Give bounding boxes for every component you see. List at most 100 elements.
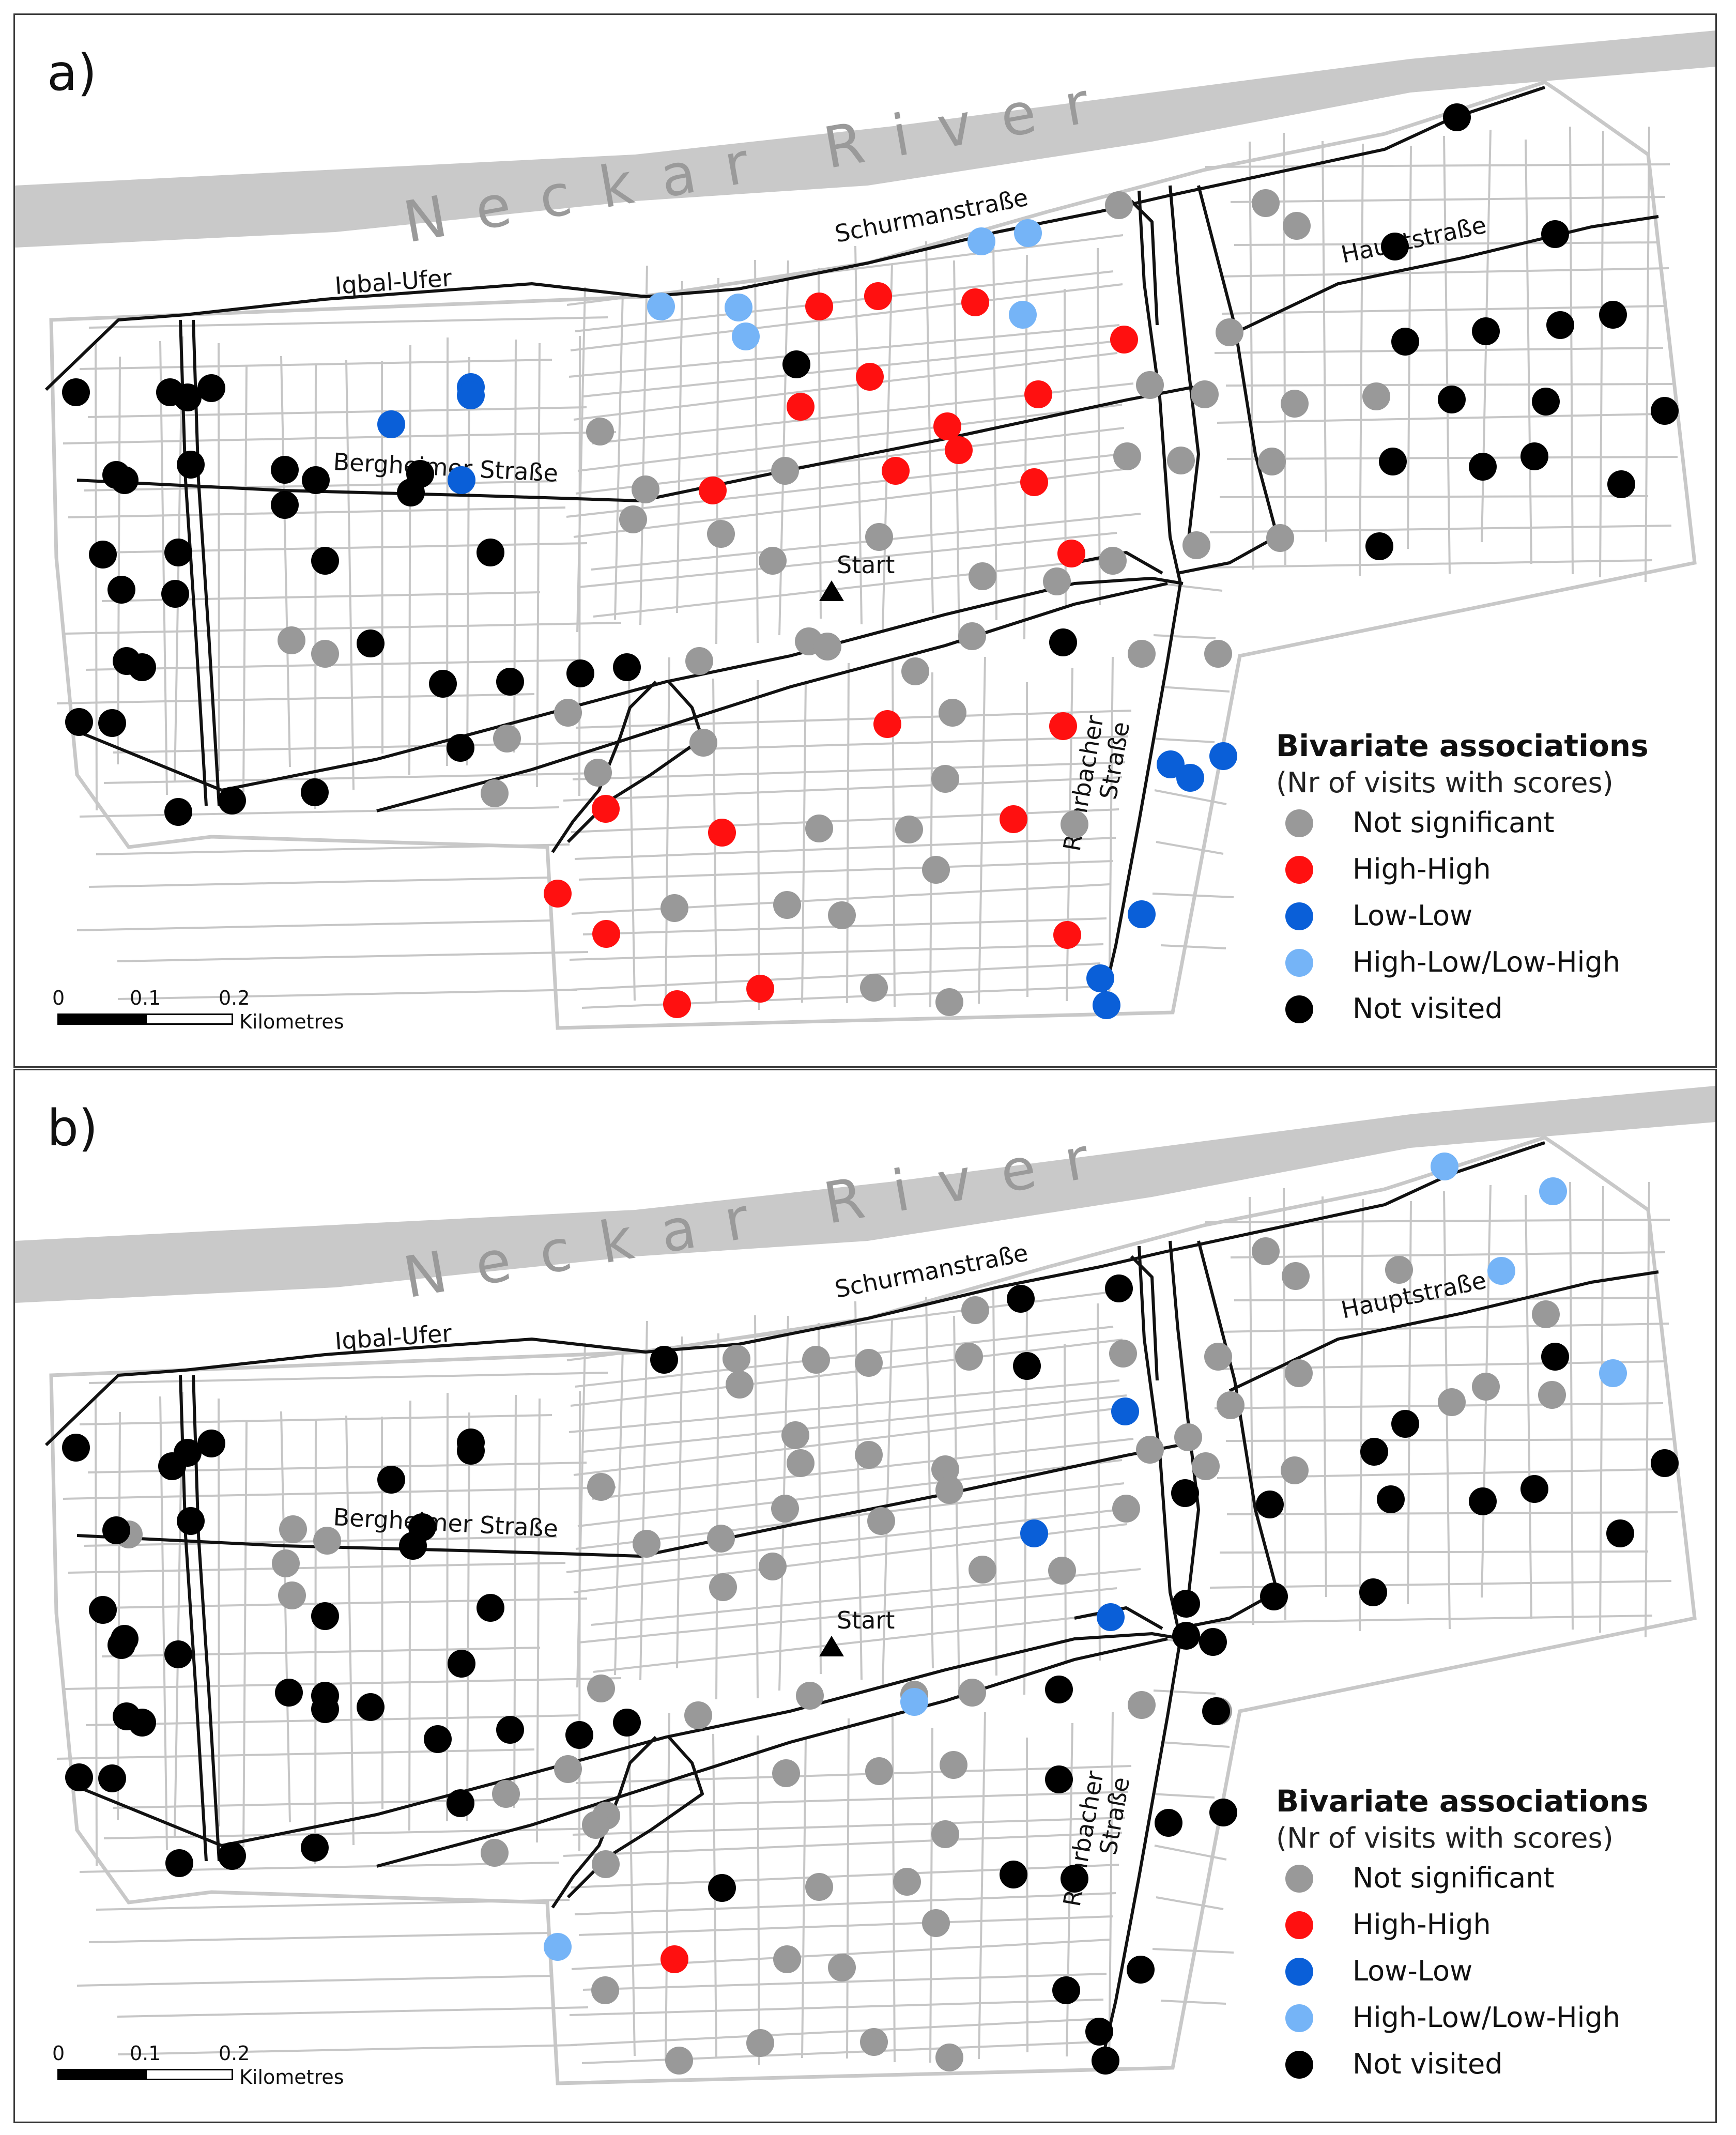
sample-point: [1281, 390, 1309, 418]
sample-point: [161, 580, 189, 608]
sample-point: [177, 1507, 205, 1535]
sample-point: [271, 491, 299, 519]
sample-point: [1105, 191, 1133, 219]
legend-label: High-High: [1353, 1908, 1491, 1941]
minor-street: [578, 532, 1117, 588]
minor-street: [925, 241, 934, 613]
sample-point: [1191, 380, 1219, 408]
sample-point: [933, 412, 961, 440]
sample-point: [584, 759, 612, 787]
minor-street: [1219, 1550, 1649, 1554]
minor-street: [583, 1394, 1127, 1453]
minor-street: [79, 1862, 560, 1873]
legend-swatch: [1285, 809, 1313, 837]
sample-point: [1049, 628, 1077, 656]
minor-street: [1220, 267, 1669, 278]
minor-street: [1108, 1712, 1114, 2070]
sample-point: [699, 477, 727, 504]
major-street: [1197, 1240, 1278, 1588]
minor-street: [536, 1398, 541, 1843]
sample-point: [1266, 524, 1294, 552]
sample-point: [781, 1421, 809, 1449]
sample-point: [98, 709, 126, 737]
sample-point: [813, 633, 841, 661]
major-street: [81, 577, 1184, 792]
minor-street: [1230, 1251, 1666, 1258]
scale-tick: 0: [52, 987, 65, 1009]
sample-point: [969, 1556, 996, 1584]
street-label-iqbal-ufer: Iqbal-Ufer: [334, 264, 453, 300]
minor-street: [581, 986, 1098, 1009]
legend-a: Bivariate associations (Nr of visits wit…: [1276, 728, 1700, 1032]
sample-point: [1541, 1343, 1569, 1371]
sample-point: [1469, 453, 1497, 481]
scale-segment-white: [145, 2069, 233, 2080]
minor-street: [56, 1748, 535, 1760]
sample-point: [864, 282, 892, 310]
minor-street: [96, 843, 570, 855]
sample-point: [62, 378, 90, 406]
sample-point: [377, 1466, 405, 1494]
minor-street: [536, 343, 541, 788]
sample-point: [481, 779, 509, 807]
sample-point: [587, 1675, 615, 1702]
sample-point: [939, 699, 966, 727]
minor-street: [1599, 130, 1604, 578]
minor-street: [1283, 1188, 1286, 1621]
legend-label: Not visited: [1353, 992, 1503, 1025]
sample-point: [429, 670, 457, 698]
street-label-hauptstrasse: Hauptstraße: [1339, 1266, 1489, 1324]
sample-point: [447, 734, 474, 762]
sample-point: [1443, 103, 1471, 131]
minor-street: [280, 1411, 291, 1823]
sample-point: [1000, 1861, 1027, 1888]
sample-point: [477, 1594, 504, 1622]
sample-point: [725, 294, 752, 321]
minor-street: [1097, 1303, 1101, 1661]
minor-street: [87, 406, 587, 418]
minor-street: [1160, 1741, 1230, 1748]
scale-bar-a: 0 0.1 0.2 Kilometres: [52, 987, 362, 1043]
minor-street: [563, 776, 1123, 802]
sample-point: [613, 1709, 641, 1737]
sample-point: [1192, 1452, 1220, 1480]
sample-point: [544, 1933, 572, 1961]
sample-point: [1285, 1359, 1313, 1387]
minor-street: [1108, 656, 1114, 1015]
sample-point: [1128, 900, 1156, 928]
sample-point: [1256, 1491, 1284, 1518]
scale-unit: Kilometres: [239, 1010, 344, 1033]
sample-point: [632, 475, 659, 503]
start-label: Start: [837, 551, 895, 579]
sample-point: [1538, 1381, 1566, 1409]
sample-point: [1487, 1257, 1515, 1285]
sample-point: [1093, 991, 1120, 1019]
legend-subtitle: (Nr of visits with scores): [1276, 766, 1614, 799]
sample-point: [62, 1434, 90, 1462]
minor-street: [575, 427, 1125, 495]
sample-point: [619, 505, 647, 533]
minor-street: [1160, 2000, 1226, 2005]
sample-point: [945, 436, 973, 464]
sample-point: [1217, 1391, 1245, 1419]
minor-street: [1221, 305, 1667, 315]
sample-point: [1111, 1397, 1139, 1425]
sample-point: [828, 901, 856, 929]
minor-street: [1249, 141, 1254, 570]
sample-point: [796, 1682, 824, 1710]
sample-point: [565, 1721, 593, 1749]
minor-street: [1225, 383, 1673, 387]
sample-point: [1539, 1177, 1567, 1205]
sample-point: [1431, 1153, 1458, 1180]
sample-point: [357, 1693, 385, 1721]
minor-street: [580, 1791, 1129, 1809]
sample-point: [1438, 1388, 1466, 1416]
major-street: [1197, 185, 1278, 532]
legend-label: High-Low/Low-High: [1353, 2001, 1621, 2034]
minor-street: [715, 1333, 719, 1700]
sample-point: [448, 466, 475, 494]
sample-point: [107, 1631, 135, 1659]
sample-point: [1053, 921, 1081, 949]
